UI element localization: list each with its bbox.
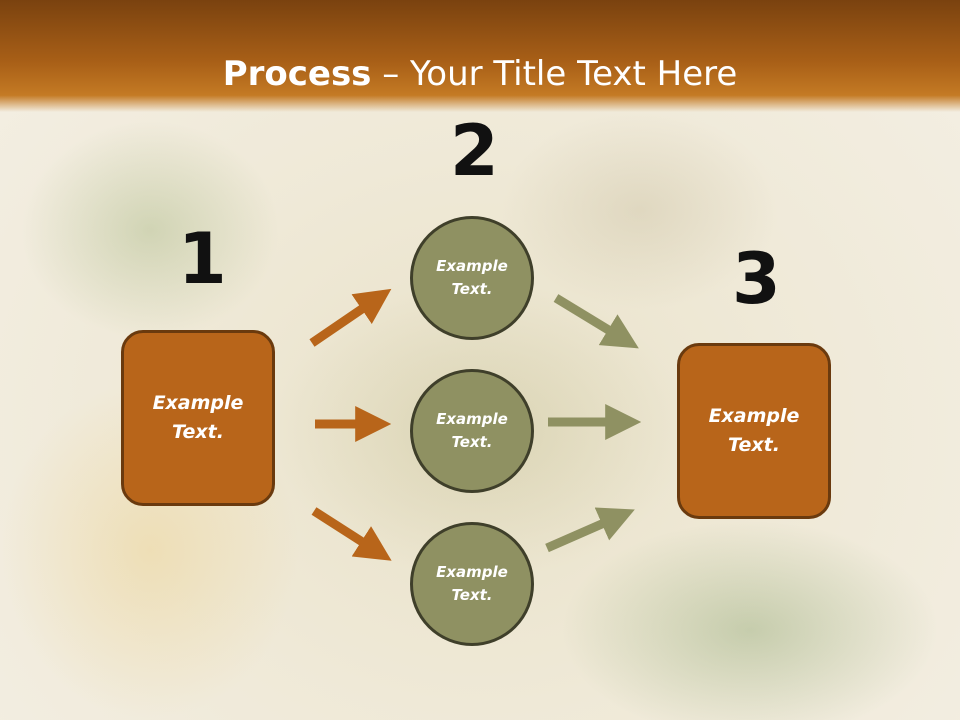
step-number-3: 3 (732, 238, 781, 320)
bg-basil-decoration-2 (560, 520, 940, 720)
title-rest: – Your Title Text Here (371, 54, 738, 94)
step-1-box: Example Text. (121, 330, 275, 506)
step-number-2: 2 (450, 110, 499, 192)
step-2-circle-top: Example Text. (410, 216, 534, 340)
circle-bottom-label: Example Text. (436, 563, 508, 604)
step-3-box: Example Text. (677, 343, 831, 519)
bg-garlic-decoration (500, 110, 780, 310)
circle-middle-label: Example Text. (436, 410, 508, 451)
step-number-1: 1 (178, 218, 227, 300)
arrow-bottom-to-right (545, 507, 635, 553)
step-3-label: Example Text. (708, 405, 800, 456)
step-2-circle-bottom: Example Text. (410, 522, 534, 646)
step-2-circle-middle: Example Text. (410, 369, 534, 493)
arrow-left-to-top (309, 288, 392, 347)
arrow-top-to-right (553, 294, 639, 349)
circle-top-label: Example Text. (436, 257, 508, 298)
step-1-label: Example Text. (152, 392, 244, 443)
title-banner (0, 0, 960, 112)
slide-title: Process – Your Title Text Here (0, 54, 960, 94)
bg-basil-decoration (20, 120, 280, 340)
title-bold: Process (222, 54, 372, 94)
arrow-left-to-bottom (311, 507, 392, 561)
